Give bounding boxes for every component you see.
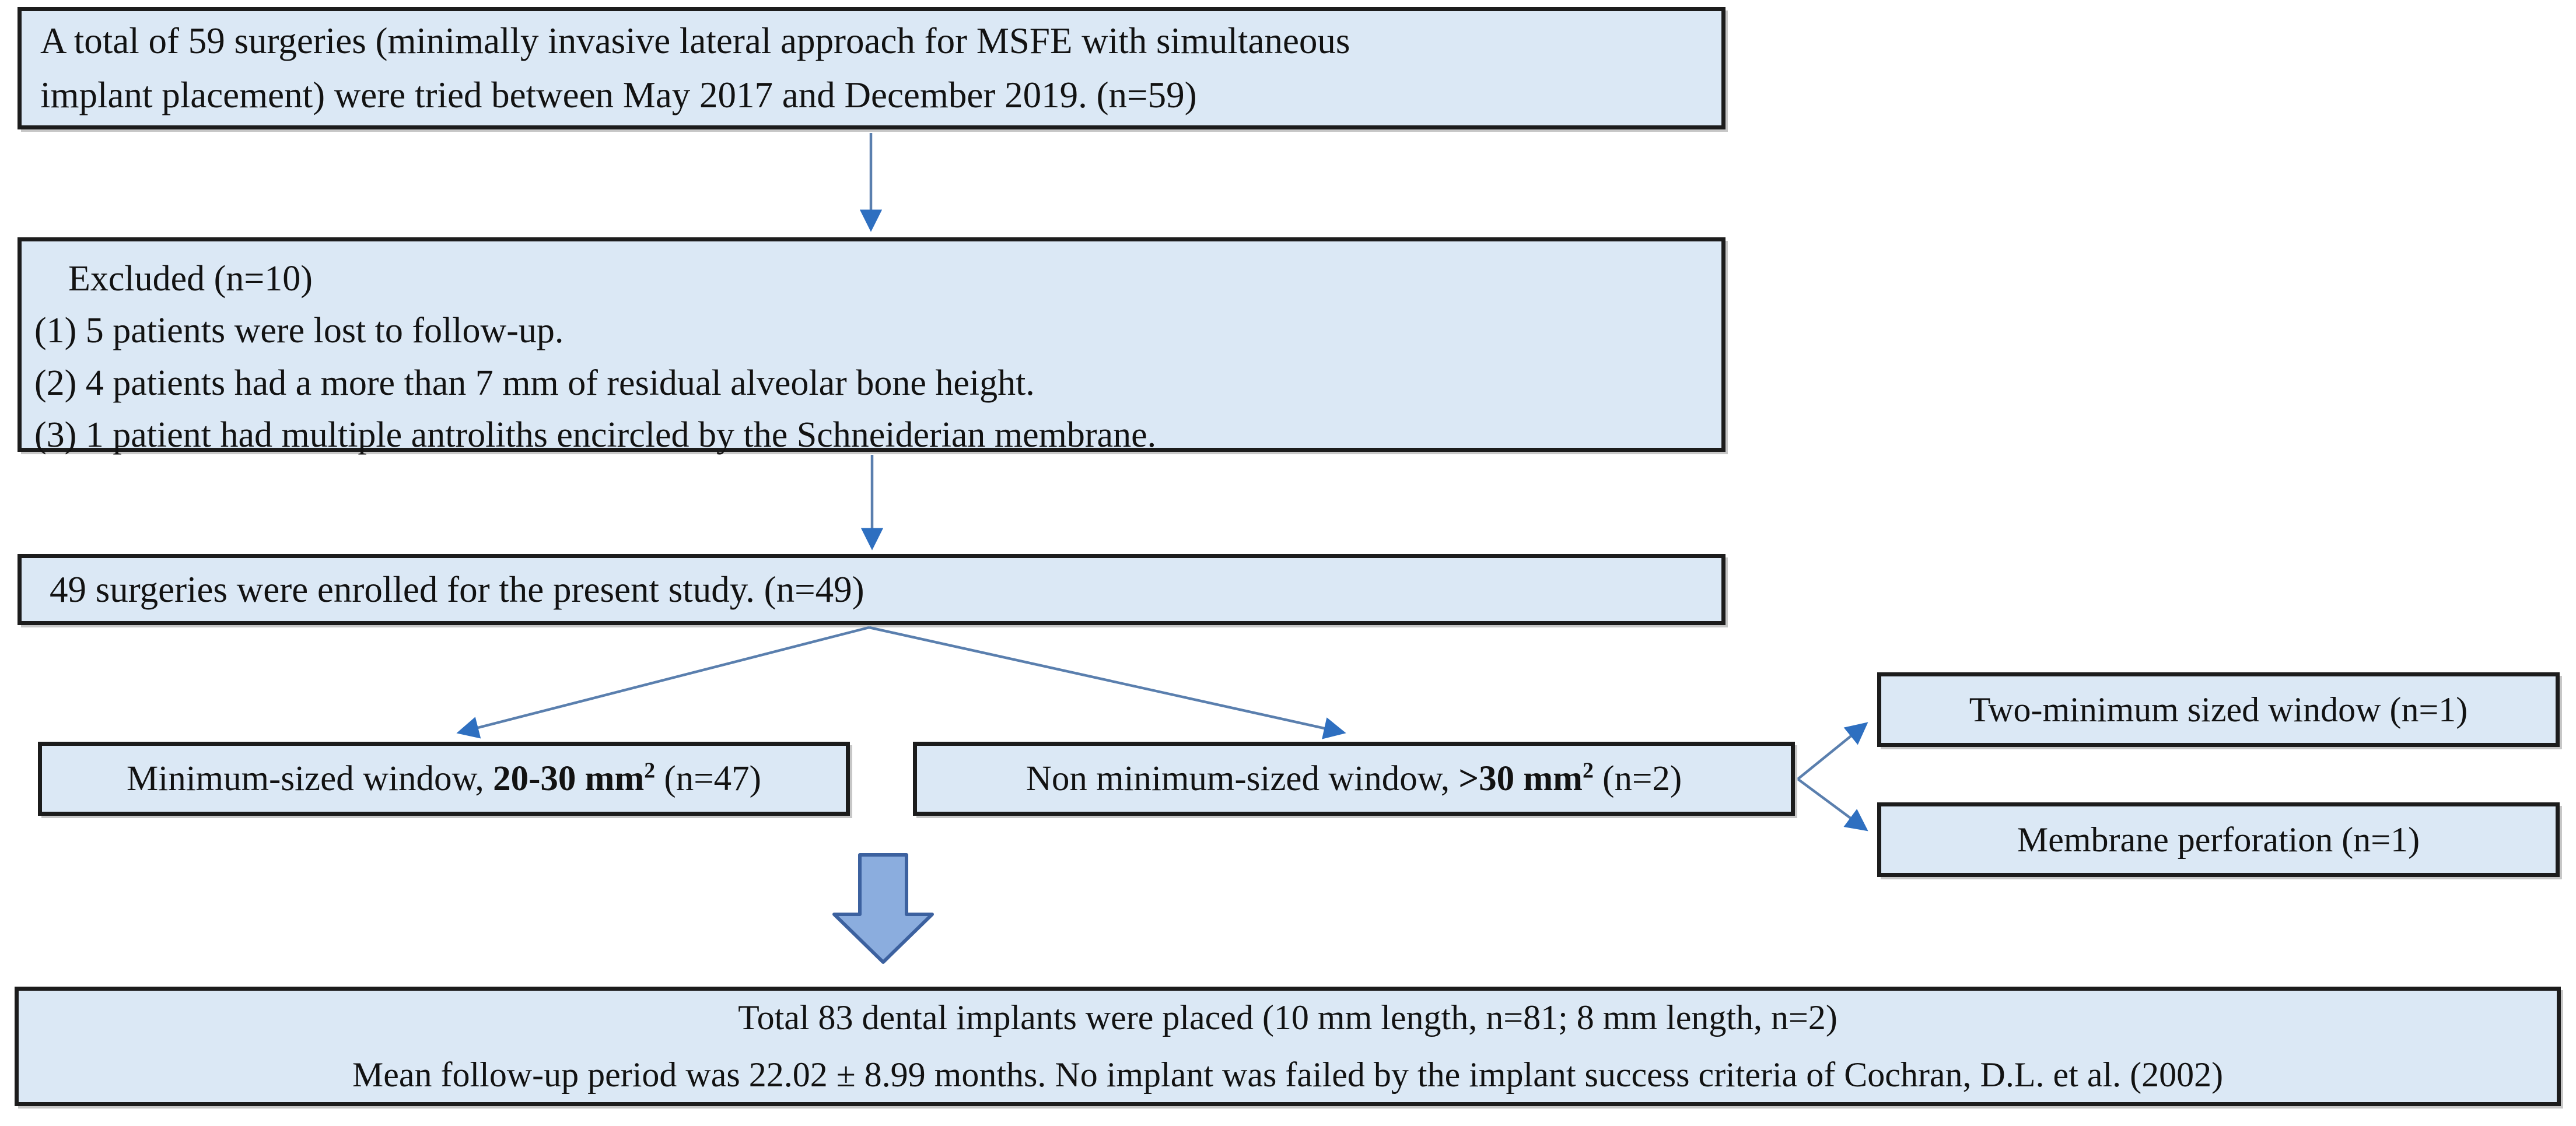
node-non-minimum-sized-window: Non minimum-sized window, >30 mm2 (n=2) xyxy=(913,742,1795,816)
node-text-line: implant placement) were tried between Ma… xyxy=(40,75,1197,115)
node-text-line: A total of 59 surgeries (minimally invas… xyxy=(40,20,1350,61)
node-text-line: Membrane perforation (n=1) xyxy=(2017,820,2420,859)
excluded-item: (3) 1 patient had multiple antroliths en… xyxy=(34,415,1157,455)
superscript-2: 2 xyxy=(1582,758,1594,783)
arrow-nonmin-to-two-minimum-window xyxy=(1797,722,1868,780)
node-text-line: 49 surgeries were enrolled for the prese… xyxy=(50,569,864,610)
block-down-arrow xyxy=(832,853,934,964)
node-text-line: Two-minimum sized window (n=1) xyxy=(1969,690,2468,729)
superscript-2: 2 xyxy=(644,758,656,783)
node-text-line: Total 83 dental implants were placed (10… xyxy=(738,998,1838,1037)
node-two-minimum-sized-window: Two-minimum sized window (n=1) xyxy=(1877,672,2560,747)
nonmin-window-suffix: (n=2) xyxy=(1593,759,1682,798)
node-excluded: Excluded (n=10) (1) 5 patients were lost… xyxy=(18,237,1726,455)
node-membrane-perforation: Membrane perforation (n=1) xyxy=(1877,802,2560,877)
node-minimum-sized-window: Minimum-sized window, 20-30 mm2 (n=47) xyxy=(38,742,850,816)
arrow-enrolled-to-minimum-window xyxy=(456,626,870,739)
node-text-line: Mean follow-up period was 22.02 ± 8.99 m… xyxy=(352,1055,2224,1094)
excluded-item: (1) 5 patients were lost to follow-up. xyxy=(34,311,564,351)
nonmin-window-prefix: Non minimum-sized window, xyxy=(1026,759,1459,798)
arrow-enrolled-to-non-minimum-window xyxy=(869,626,1346,739)
node-total-surgeries: A total of 59 surgeries (minimally invas… xyxy=(18,7,1726,129)
min-window-prefix: Minimum-sized window, xyxy=(127,759,494,798)
arrow-nonmin-to-membrane-perforation xyxy=(1797,778,1868,832)
node-text-line: Non minimum-sized window, >30 mm2 (n=2) xyxy=(917,759,1791,799)
node-enrolled: 49 surgeries were enrolled for the prese… xyxy=(18,554,1726,625)
excluded-title: Excluded (n=10) xyxy=(68,259,313,299)
min-window-suffix: (n=47) xyxy=(655,759,761,798)
node-text-line: Minimum-sized window, 20-30 mm2 (n=47) xyxy=(42,759,846,799)
node-implants-summary: Total 83 dental implants were placed (10… xyxy=(15,987,2561,1106)
min-window-bold: 20-30 mm2 xyxy=(493,758,656,798)
excluded-item: (2) 4 patients had a more than 7 mm of r… xyxy=(34,363,1035,403)
nonmin-window-bold: >30 mm2 xyxy=(1458,758,1594,798)
